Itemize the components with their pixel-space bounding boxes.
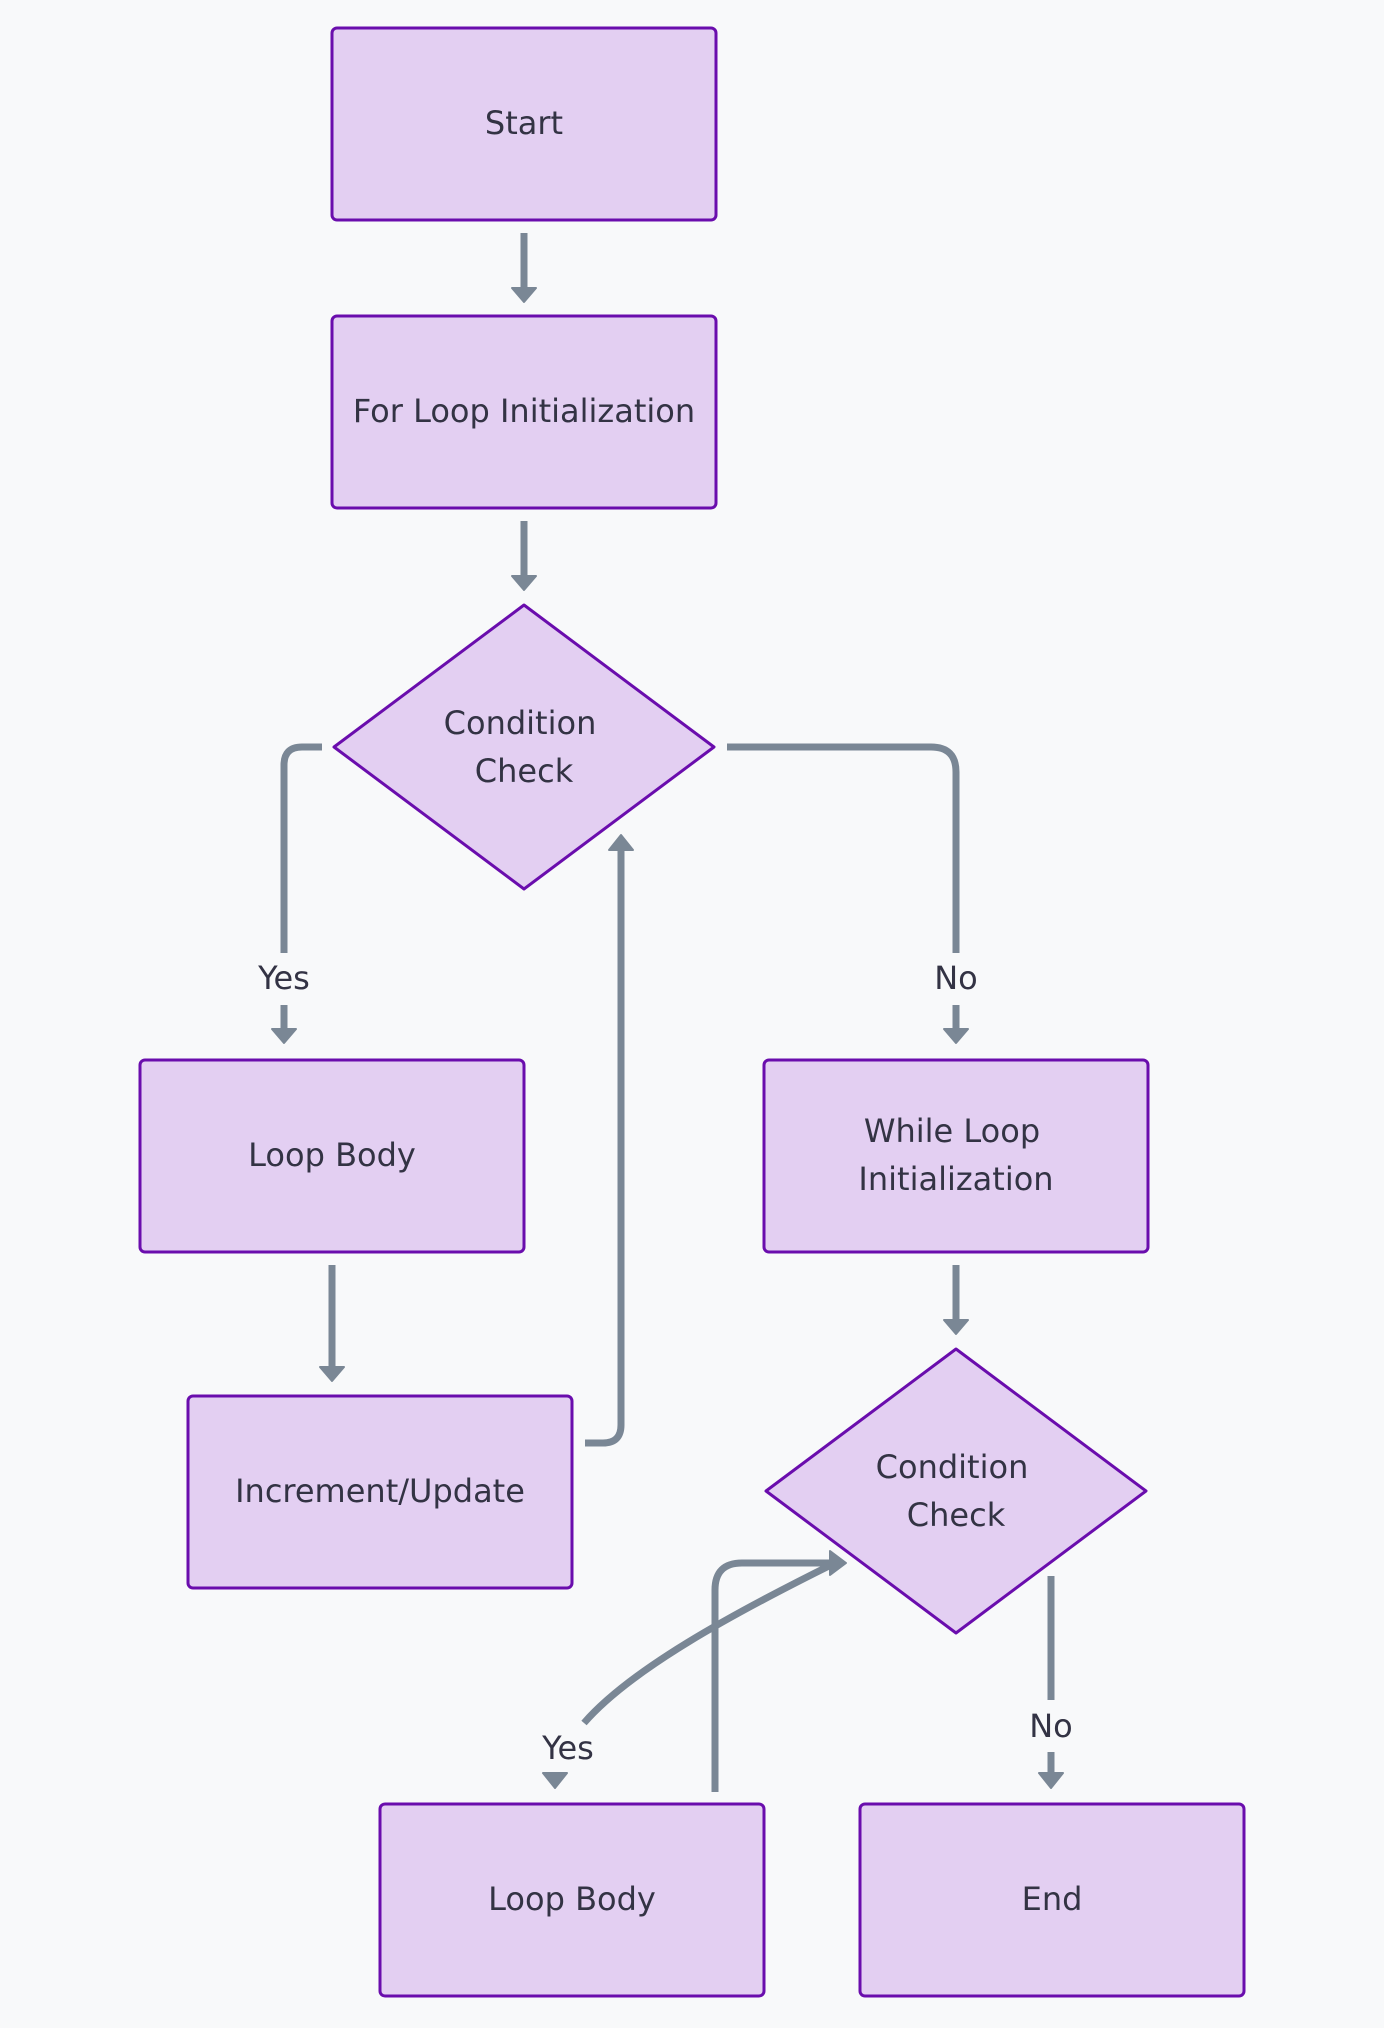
node-while-loop-initialization-line-1: While Loop (864, 1112, 1040, 1150)
edge-loop-body-to-increment (319, 1265, 345, 1382)
node-condition-check-2-line-1: Condition (876, 1448, 1029, 1486)
node-loop-body-1[interactable]: Loop Body (138, 1058, 526, 1254)
node-increment-update-label: Increment/Update (235, 1472, 525, 1510)
node-loop-body-2[interactable]: Loop Body (378, 1802, 766, 1998)
node-for-loop-initialization-label: For Loop Initialization (353, 392, 695, 430)
edge-condition-2-no-to-end (1038, 1576, 1064, 1789)
node-end-label: End (1022, 1880, 1083, 1918)
edge-increment-to-condition-check (585, 834, 634, 1447)
node-start-label: Start (485, 104, 563, 142)
edge-for-init-to-condition-check (511, 521, 537, 591)
edge-while-init-to-condition-check-2 (943, 1265, 969, 1335)
edge-label-no-2: No (1029, 1707, 1073, 1745)
node-condition-check-2[interactable]: Condition Check (764, 1347, 1148, 1635)
node-for-loop-initialization[interactable]: For Loop Initialization (330, 314, 718, 510)
edge-label-yes-1: Yes (257, 959, 310, 997)
edge-label-yes-2: Yes (541, 1729, 594, 1767)
edge-condition-2-yes-to-loop-body-2 (542, 1559, 837, 1789)
node-condition-check-1[interactable]: Condition Check (332, 603, 716, 891)
edge-loop-body-2-to-condition-check-2 (711, 1550, 847, 1792)
node-loop-body-1-label: Loop Body (248, 1136, 416, 1174)
node-while-loop-initialization[interactable]: While Loop Initialization (762, 1058, 1150, 1254)
node-condition-check-2-line-2: Check (907, 1496, 1006, 1534)
edge-start-to-for-init (511, 233, 537, 303)
edge-condition-yes-to-loop-body (271, 743, 322, 1044)
node-condition-check-1-line-2: Check (475, 752, 574, 790)
node-condition-check-1-line-1: Condition (444, 704, 597, 742)
edge-condition-no-to-while-init (727, 743, 969, 1044)
node-loop-body-2-label: Loop Body (488, 1880, 656, 1918)
edge-label-no-1: No (934, 959, 978, 997)
node-end[interactable]: End (858, 1802, 1246, 1998)
node-increment-update[interactable]: Increment/Update (186, 1394, 574, 1590)
node-while-loop-initialization-line-2: Initialization (858, 1160, 1053, 1198)
node-start[interactable]: Start (330, 26, 718, 222)
